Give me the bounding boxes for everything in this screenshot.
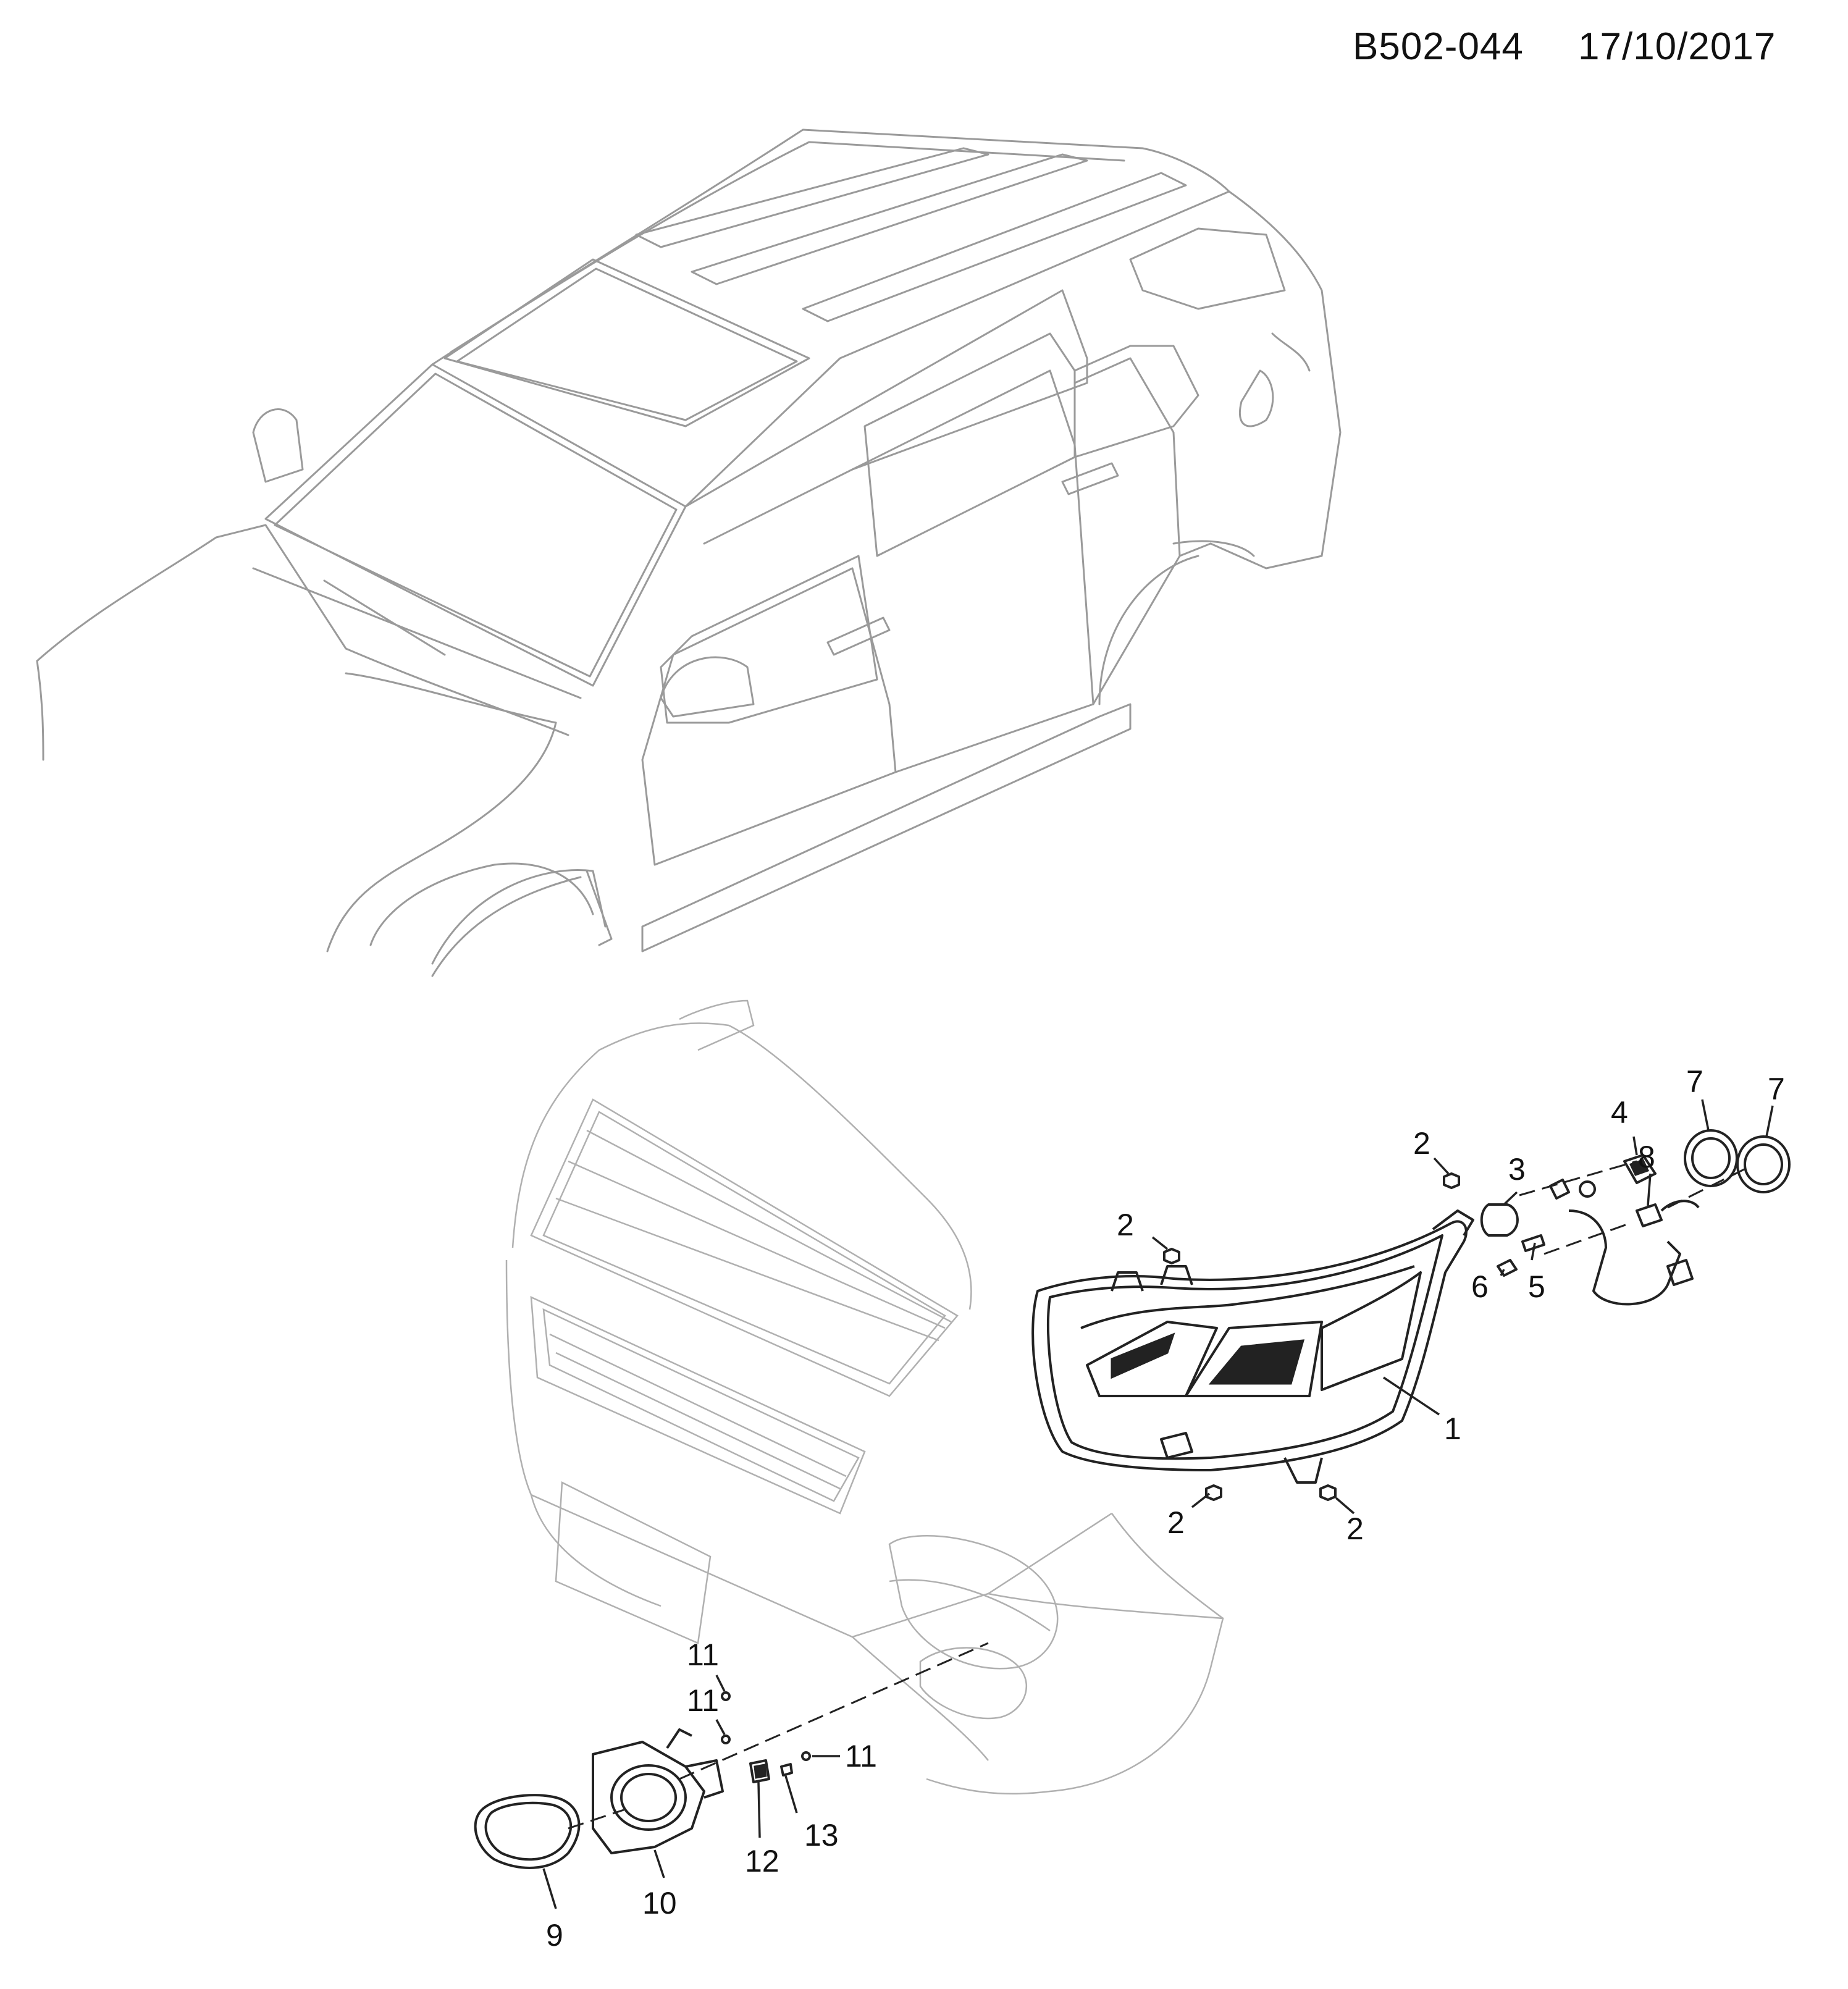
headlamp-assembly (1031, 1209, 1474, 1484)
callout-1: 1 (1444, 1411, 1461, 1446)
callout-4: 4 (1611, 1095, 1628, 1130)
fasteners-2 (1163, 1172, 1460, 1501)
callout-7-left: 7 (1686, 1064, 1703, 1099)
callout-2-left: 2 (1117, 1208, 1134, 1242)
callout-7-right: 7 (1768, 1072, 1785, 1106)
callout-2-bottom-left: 2 (1167, 1505, 1185, 1540)
callout-5: 5 (1528, 1269, 1545, 1304)
leader-lines (542, 1099, 1774, 1909)
callout-12: 12 (745, 1844, 779, 1878)
callout-11-middle: 11 (687, 1683, 719, 1718)
front-fascia-outline (505, 999, 1224, 1795)
diagram-date: 17/10/2017 (1578, 25, 1776, 68)
callout-2-top: 2 (1413, 1126, 1430, 1161)
callout-6: 6 (1471, 1269, 1489, 1304)
callout-9: 9 (546, 1918, 563, 1953)
vehicle-outline (36, 128, 1342, 977)
callout-2-bottom-right: 2 (1346, 1512, 1364, 1546)
callout-11-top: 11 (687, 1638, 719, 1672)
diagram-code: B502-044 (1353, 25, 1524, 68)
fog-lamp-assembly (474, 1642, 989, 1869)
callout-11-right: 11 (845, 1739, 877, 1773)
callout-3: 3 (1508, 1152, 1526, 1187)
callout-8: 8 (1638, 1140, 1655, 1174)
headlamp-bulbs-and-caps (1480, 1129, 1791, 1306)
callout-10: 10 (642, 1886, 677, 1920)
callout-13: 13 (804, 1818, 839, 1852)
callout-labels: 1 2 2 2 2 3 4 5 6 7 7 8 9 10 11 11 11 12… (546, 1064, 1785, 1953)
